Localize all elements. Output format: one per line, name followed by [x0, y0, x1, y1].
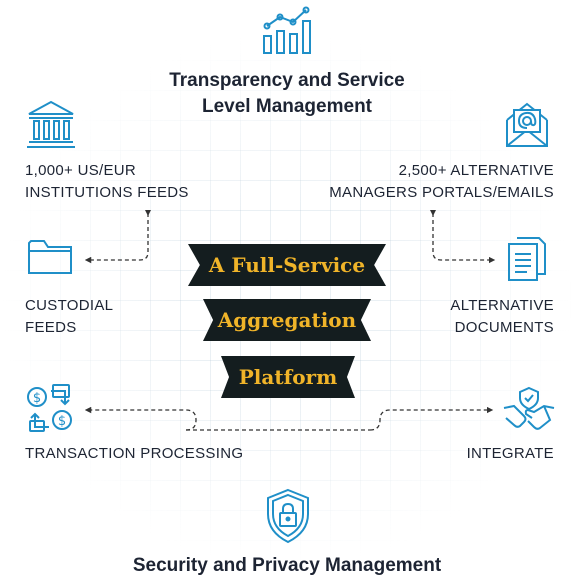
banner-line-2: Aggregation	[203, 299, 371, 341]
bar-chart-icon	[261, 6, 317, 56]
top-title: Transparency and Service Level Managemen…	[137, 68, 437, 120]
connector-institutions-custodial	[84, 213, 149, 264]
shield-lock-icon	[264, 488, 312, 544]
top-title-line2: Level Management	[202, 96, 372, 117]
banner-text-1: A Full-Service	[208, 253, 366, 277]
banner-line-1: A Full-Service	[188, 244, 386, 286]
svg-text:$: $	[33, 391, 41, 406]
transaction-processing-label: TRANSACTION PROCESSING	[25, 445, 244, 462]
envelope-at-icon	[503, 100, 551, 150]
bottom-title: Security and Privacy Management	[132, 555, 442, 576]
custodial-feeds-label: CUSTODIAL FEEDS	[25, 297, 114, 336]
connector-managers-documents	[432, 213, 496, 264]
top-title-line1: Transparency and Service	[169, 70, 405, 91]
connector-integrate	[369, 406, 494, 431]
alternative-managers-label: 2,500+ ALTERNATIVE MANAGERS PORTALS/EMAI…	[329, 162, 554, 201]
alternative-documents-label: ALTERNATIVE DOCUMENTS	[450, 297, 554, 336]
connector-transactions	[84, 406, 197, 431]
handshake-icon	[502, 386, 556, 432]
currency-exchange-icon: $ $	[25, 383, 75, 435]
documents-icon	[505, 234, 549, 284]
integrate-label: INTEGRATE	[466, 445, 554, 462]
institutions-feeds-label: 1,000+ US/EUR INSTITUTIONS FEEDS	[25, 162, 189, 201]
svg-text:$: $	[58, 414, 66, 429]
bank-icon	[25, 100, 77, 150]
banner-text-2: Aggregation	[217, 308, 357, 332]
folder-icon	[26, 237, 74, 277]
banner-line-3: Platform	[221, 356, 355, 398]
banner-text-3: Platform	[238, 365, 338, 389]
